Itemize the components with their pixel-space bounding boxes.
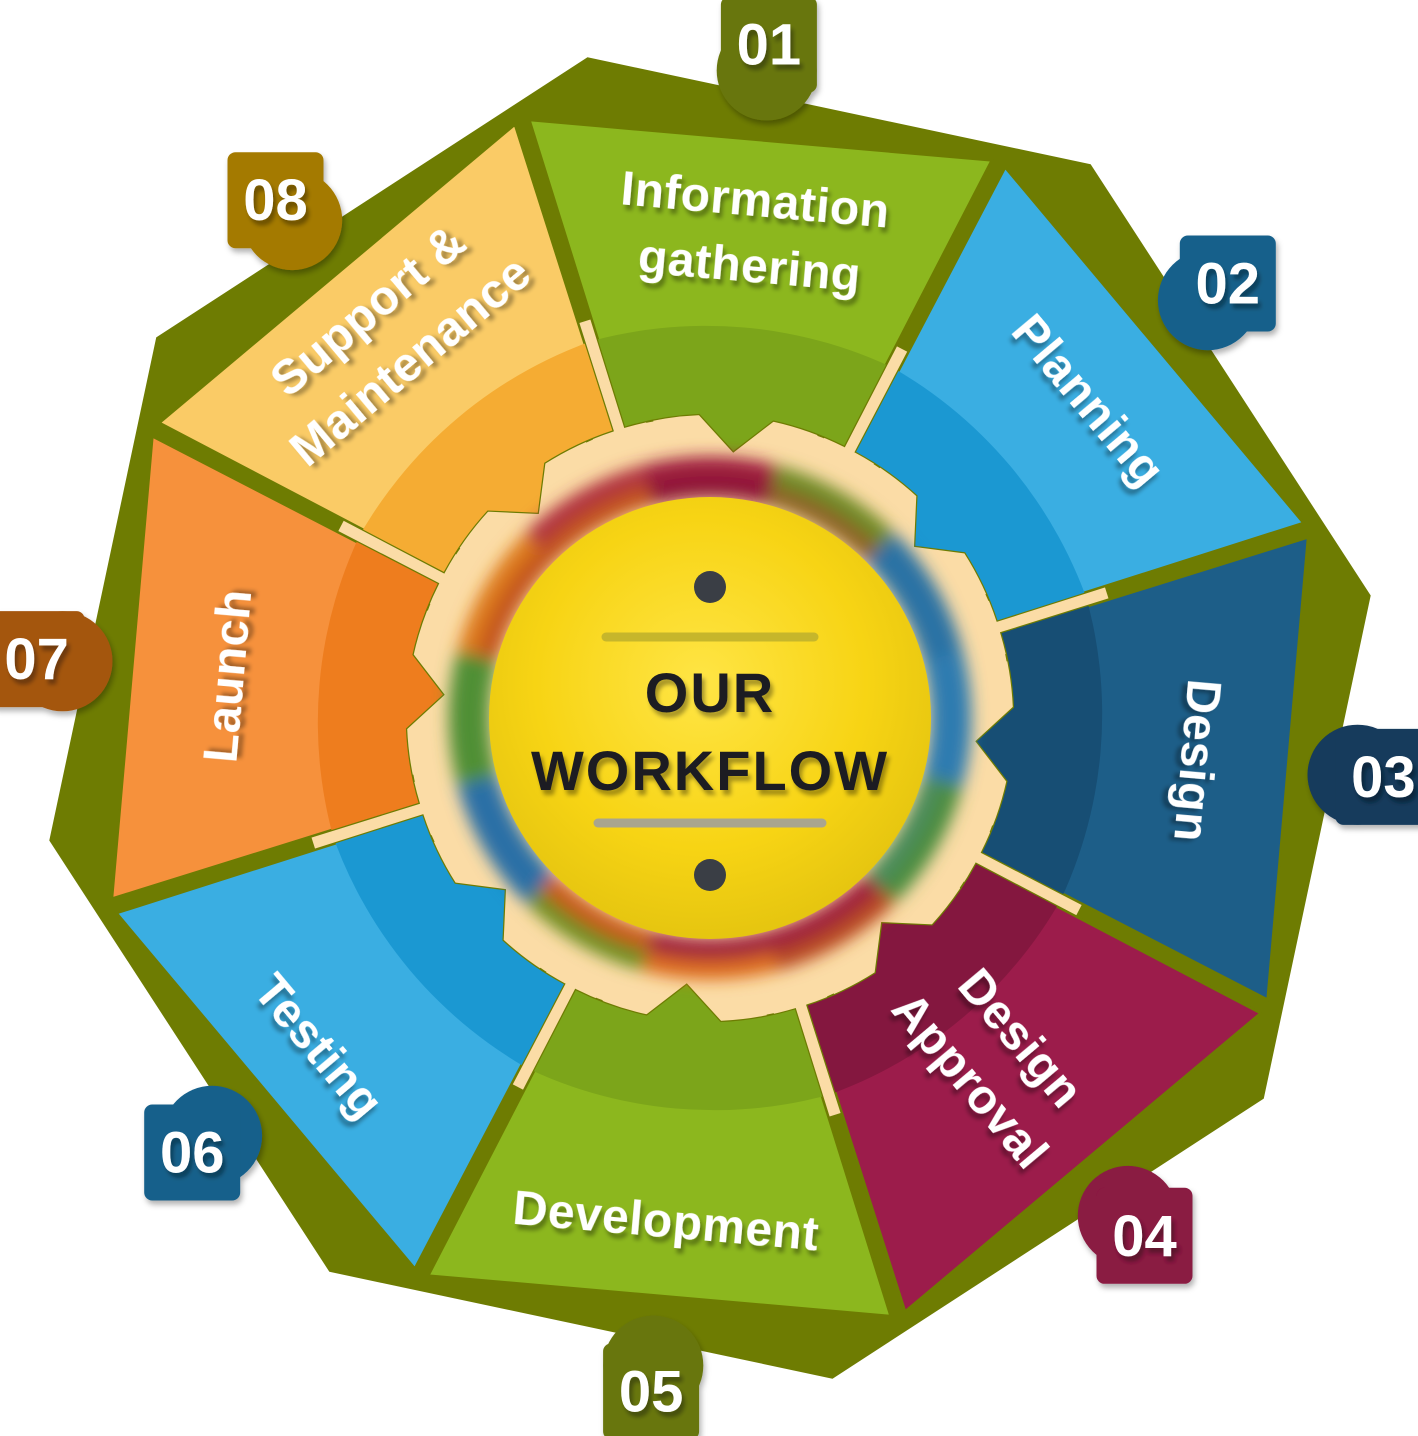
- rainbow-arc: [647, 930, 773, 960]
- rainbow-arc: [525, 465, 648, 549]
- badge-08: 08: [227, 152, 343, 271]
- rainbow-arc: [766, 873, 881, 952]
- rainbow-ring: [448, 456, 972, 980]
- badge-number: 04: [1112, 1204, 1177, 1269]
- badge-square: [0, 611, 85, 708]
- rainbow-arc: [468, 655, 498, 781]
- rainbow-arc: [539, 484, 654, 563]
- rainbow-arc: [457, 533, 541, 656]
- segment-launch: Launch: [110, 434, 464, 926]
- badge-square: [144, 1104, 241, 1201]
- badge-square: [1335, 728, 1418, 825]
- badge-number: 08: [243, 168, 308, 233]
- badge-number: 05: [619, 1359, 684, 1424]
- center-circle: [489, 497, 931, 939]
- badge-number: 06: [160, 1121, 225, 1186]
- center-content: OUR WORKFLOW: [531, 571, 889, 891]
- rainbow-arc: [476, 547, 555, 662]
- rainbow-arc: [865, 547, 944, 662]
- rainbow-arc: [539, 873, 654, 952]
- segment-design: Design: [956, 510, 1310, 1002]
- badge-05: 05: [603, 1315, 704, 1436]
- rainbow-arc: [642, 456, 778, 486]
- rainbow-arc: [772, 465, 895, 549]
- rainbow-arc: [448, 650, 478, 786]
- bottom-dot: [694, 859, 726, 891]
- rainbow-arc: [766, 484, 881, 563]
- rainbow-arc: [922, 655, 952, 781]
- badge-07: 07: [0, 611, 113, 712]
- badge-number: 07: [4, 627, 69, 692]
- rainbow-arc: [647, 476, 773, 506]
- rainbow-arc: [525, 887, 648, 971]
- center-title-line1: OUR: [645, 661, 775, 724]
- badge-01: 01: [716, 0, 817, 121]
- badge-number: 03: [1351, 745, 1416, 810]
- badge-03: 03: [1307, 724, 1418, 825]
- badge-02: 02: [1157, 235, 1276, 351]
- rainbow-arc: [879, 533, 963, 656]
- badge-square: [720, 0, 817, 93]
- rainbow-arc: [772, 887, 895, 971]
- badge-number: 02: [1196, 252, 1261, 317]
- rainbow-arc: [642, 950, 778, 980]
- segment-development: Development: [426, 964, 918, 1318]
- rainbow-arc: [476, 774, 555, 889]
- rainbow-arc: [457, 780, 541, 903]
- badge-square: [227, 152, 324, 249]
- center-title-line2: WORKFLOW: [531, 739, 889, 802]
- badge-square: [1179, 235, 1276, 332]
- badge-number: 01: [737, 13, 802, 78]
- rainbow-arc: [865, 774, 944, 889]
- badge-06: 06: [144, 1085, 263, 1201]
- top-dot: [694, 571, 726, 603]
- badge-04: 04: [1077, 1165, 1193, 1284]
- badge-square: [603, 1343, 700, 1436]
- badge-square: [1096, 1187, 1193, 1284]
- rainbow-arc: [942, 650, 972, 786]
- rainbow-arc: [879, 780, 963, 903]
